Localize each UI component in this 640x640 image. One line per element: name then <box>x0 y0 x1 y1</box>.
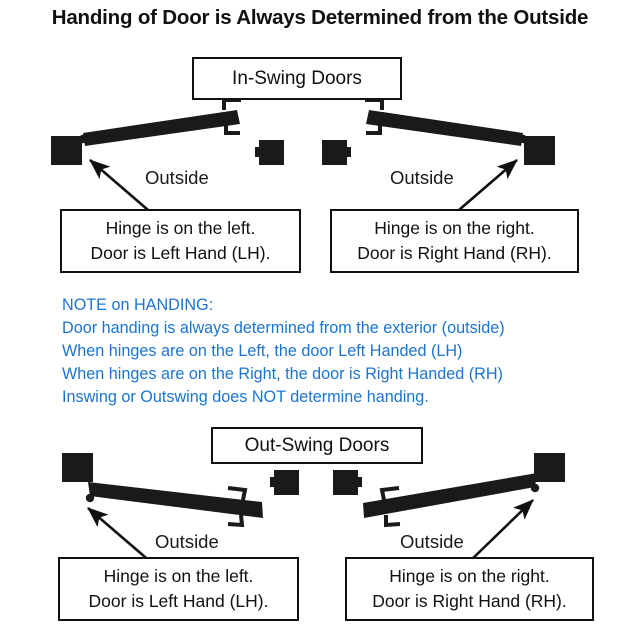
jamb-block-hinge-right <box>534 453 565 482</box>
hinge-pointer-arrow <box>451 159 518 217</box>
callout-line-2: Door is Right Hand (RH). <box>372 591 567 611</box>
strike-notch-icon <box>270 477 275 487</box>
latch-hardware-icon <box>379 486 400 501</box>
outswing-heading-label: Out-Swing Doors <box>244 434 390 456</box>
callout-line-2: Door is Right Hand (RH). <box>357 243 552 263</box>
jamb-block-hinge-left <box>62 453 93 482</box>
jamb-block-strike <box>259 140 284 165</box>
latch-hardware-icon <box>222 98 241 110</box>
note-on-handing-block: NOTE on HANDING: Door handing is always … <box>62 294 505 409</box>
note-heading: NOTE on HANDING: <box>62 296 214 314</box>
jamb-block-strike <box>333 470 358 495</box>
latch-hardware-icon <box>224 124 240 135</box>
inswing-heading-label: In-Swing Doors <box>232 67 362 89</box>
jamb-block-hinge-right <box>524 136 555 165</box>
latch-hardware-icon <box>366 124 382 135</box>
strike-notch-icon <box>255 147 260 157</box>
outswing-right-outside-label: Outside <box>400 531 464 552</box>
callout-line-1: Hinge is on the left. <box>105 217 256 238</box>
outswing-right-callout-box: Hinge is on the right. Door is Right Han… <box>345 557 594 621</box>
latch-hardware-icon <box>384 515 401 528</box>
outswing-right-door-plan <box>333 453 565 564</box>
inswing-right-outside-label: Outside <box>390 167 454 188</box>
door-leaf <box>363 473 537 518</box>
inswing-heading-box: In-Swing Doors <box>192 57 402 100</box>
jamb-block-strike <box>322 140 347 165</box>
inswing-left-outside-label: Outside <box>145 167 209 188</box>
outswing-left-door-plan <box>62 453 299 564</box>
outswing-left-outside-label: Outside <box>155 531 219 552</box>
callout-line-1: Hinge is on the right. <box>374 217 535 238</box>
note-line-1: Door handing is always determined from t… <box>62 319 505 337</box>
callout-line-2: Door is Left Hand (LH). <box>88 591 269 611</box>
hinge-pointer-arrow <box>89 159 156 217</box>
hinge-pointer-arrow <box>467 499 534 564</box>
jamb-block-strike <box>274 470 299 495</box>
door-leaf <box>88 482 263 518</box>
note-line-2: When hinges are on the Left, the door Le… <box>62 342 463 360</box>
callout-line-1: Hinge is on the right. <box>389 565 550 586</box>
note-line-3: When hinges are on the Right, the door i… <box>62 365 503 383</box>
latch-hardware-icon <box>227 486 248 501</box>
strike-notch-icon <box>346 147 351 157</box>
page-title: Handing of Door is Always Determined fro… <box>51 6 589 29</box>
inswing-right-callout-box: Hinge is on the right. Door is Right Han… <box>330 209 579 273</box>
outswing-left-callout-box: Hinge is on the left. Door is Left Hand … <box>58 557 299 621</box>
hinge-pointer-arrow <box>87 507 153 564</box>
door-leaf <box>366 110 523 146</box>
inswing-left-door-plan <box>51 98 284 217</box>
inswing-left-callout-box: Hinge is on the left. Door is Left Hand … <box>60 209 301 273</box>
callout-line-1: Hinge is on the left. <box>103 565 254 586</box>
strike-notch-icon <box>357 477 362 487</box>
inswing-right-door-plan <box>322 98 555 217</box>
door-leaf <box>83 110 240 146</box>
latch-hardware-icon <box>227 514 245 528</box>
callout-line-2: Door is Left Hand (LH). <box>90 243 271 263</box>
outswing-heading-box: Out-Swing Doors <box>211 427 423 464</box>
latch-hardware-icon <box>365 98 384 110</box>
note-line-4: Inswing or Outswing does NOT determine h… <box>62 388 429 406</box>
jamb-block-hinge-left <box>51 136 82 165</box>
